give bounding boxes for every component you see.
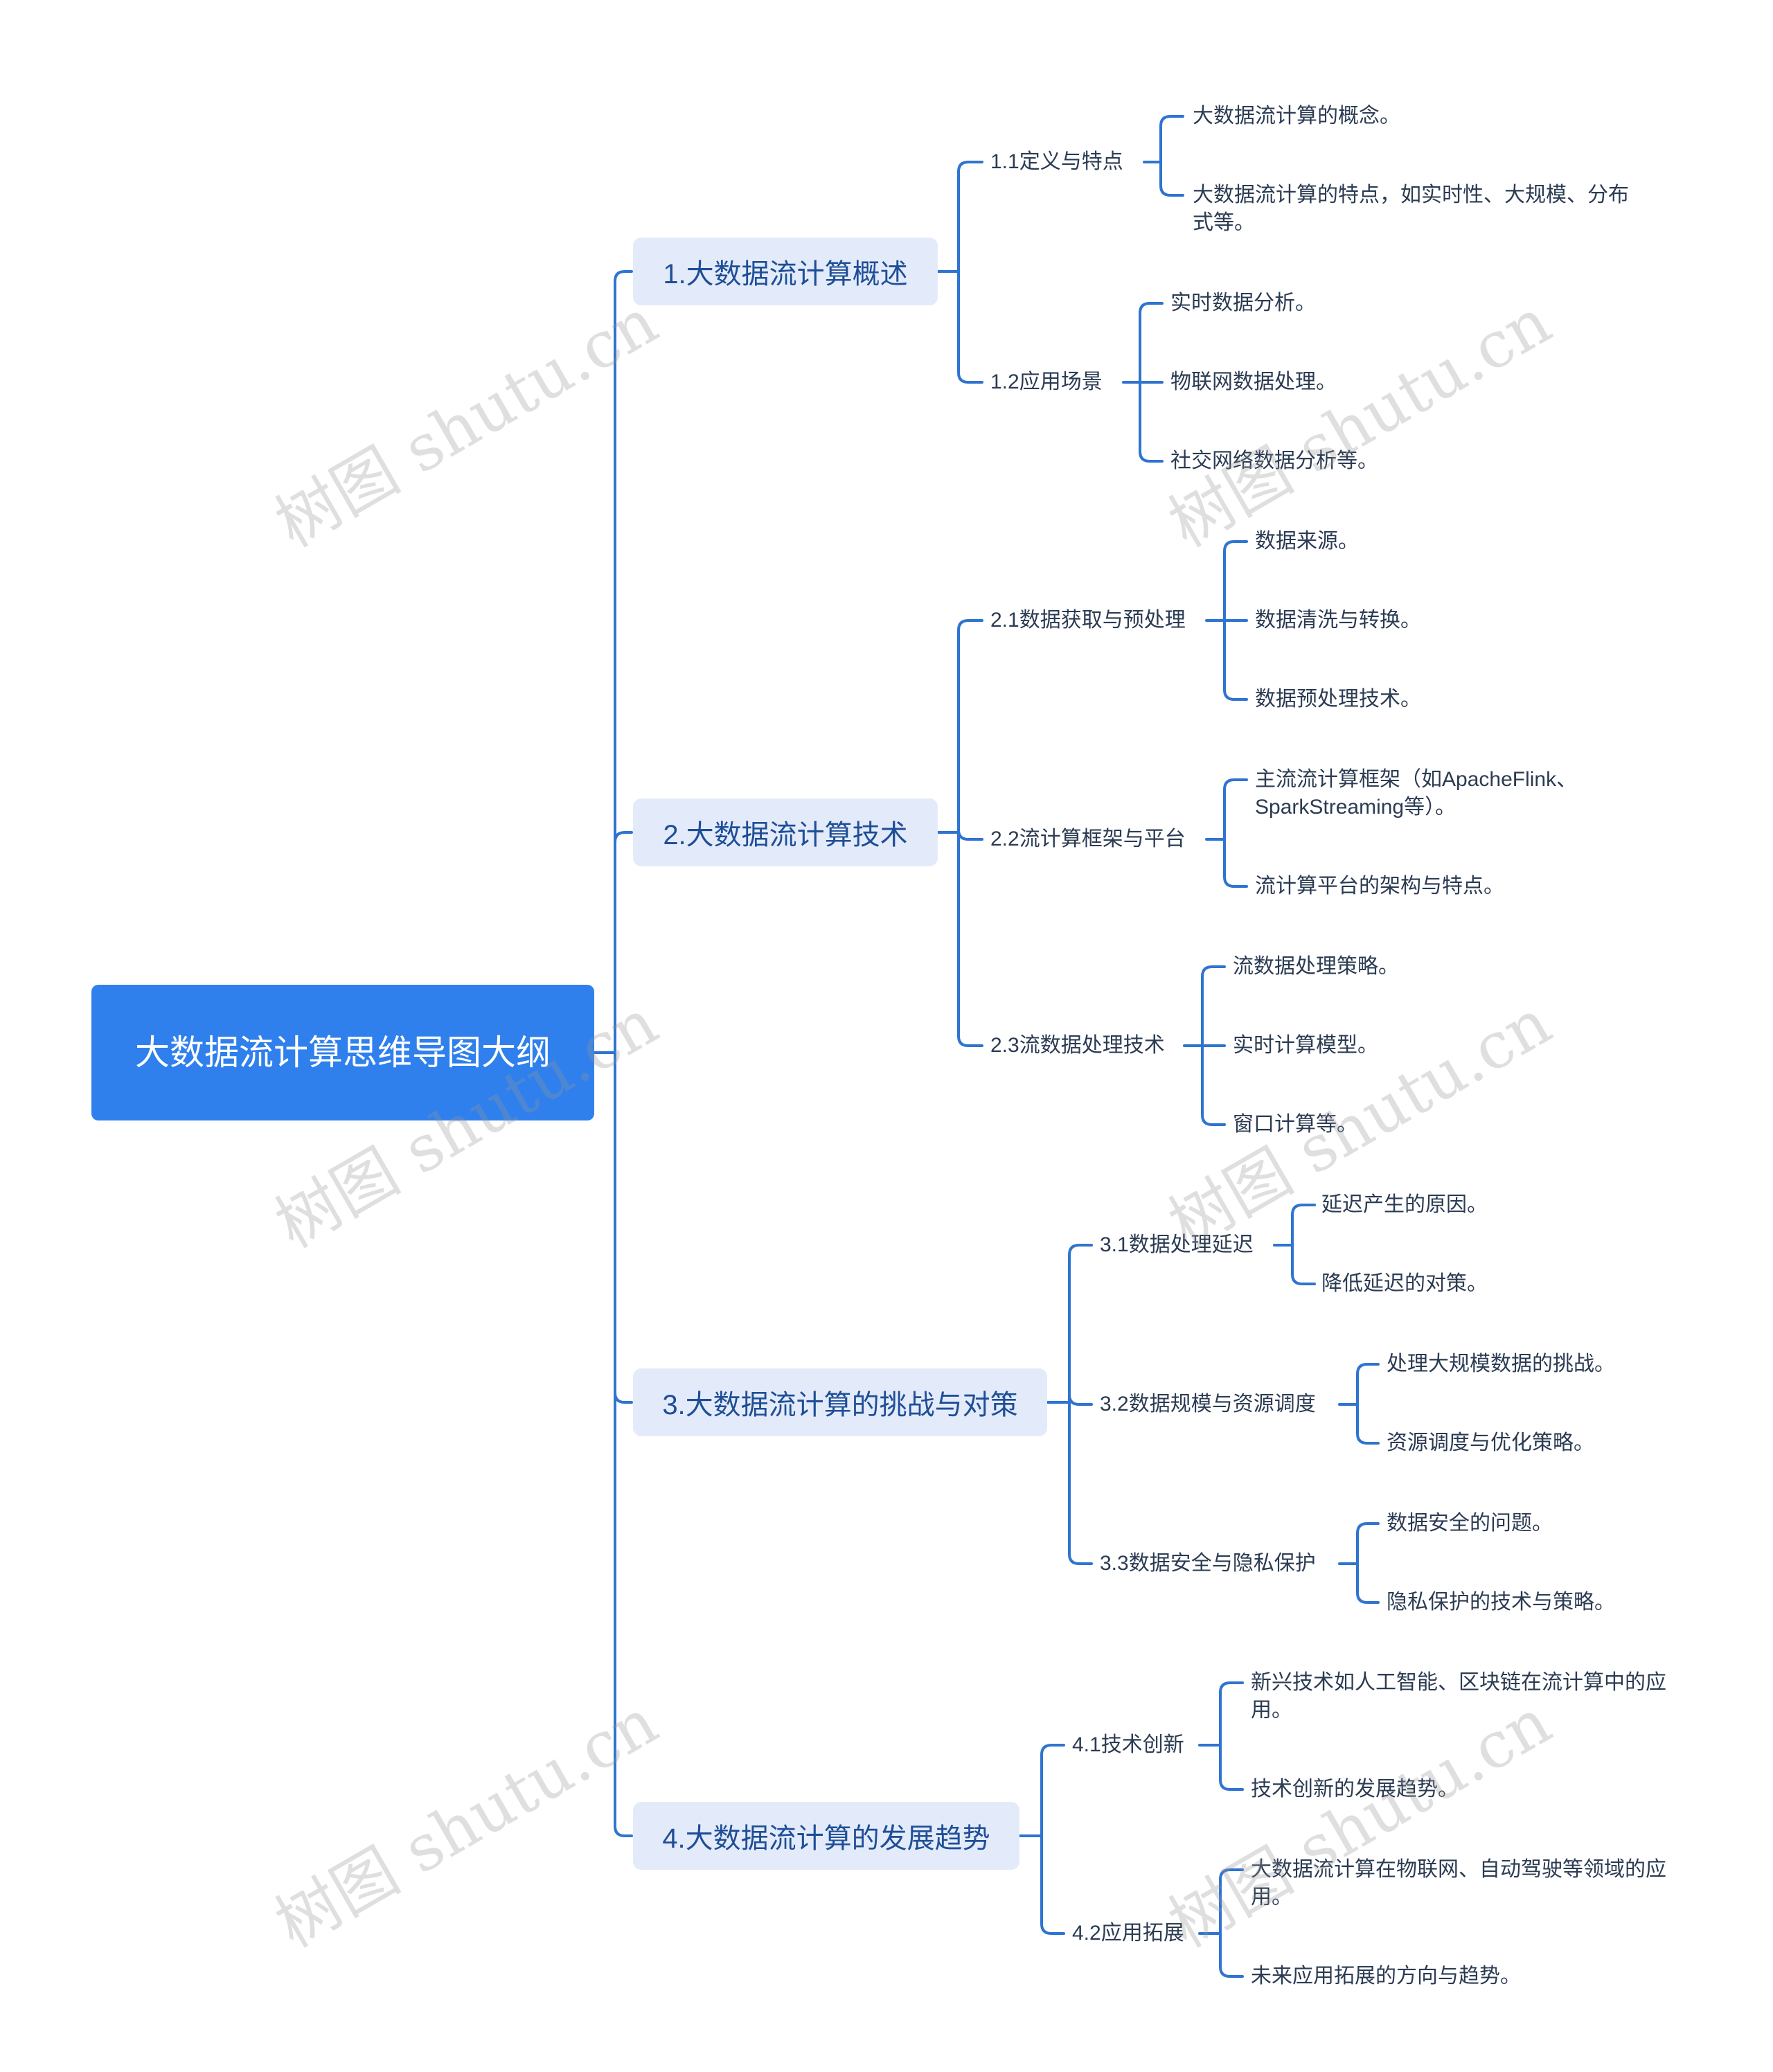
sub23-connector-link xyxy=(1201,1044,1226,1126)
root-connector-link xyxy=(614,1051,633,1404)
subtopic-1-1[interactable]: 1.1定义与特点 xyxy=(990,150,1123,173)
sub32-connector-link xyxy=(1356,1363,1380,1406)
leaf-item[interactable]: 窗口计算等。 xyxy=(1233,1113,1357,1136)
sub22-connector-link xyxy=(1223,778,1248,841)
sub12-connector-link xyxy=(1139,302,1164,384)
topic2-connector-link xyxy=(957,829,983,841)
leaf-item[interactable]: 处理大规模数据的挑战。 xyxy=(1387,1352,1615,1375)
topic-2-label: 2.大数据流计算技术 xyxy=(663,820,908,850)
topic1-connector-link xyxy=(957,161,983,273)
subtopic-2-2[interactable]: 2.2流计算框架与平台 xyxy=(990,828,1186,850)
sub31-connector-link xyxy=(1291,1244,1316,1285)
leaf-item[interactable]: 新兴技术如人工智能、区块链在流计算中的应用。 xyxy=(1251,1671,1666,1722)
subtopic-3-1[interactable]: 3.1数据处理延迟 xyxy=(1100,1233,1254,1256)
sub33-connector-link xyxy=(1356,1522,1380,1565)
topic-2[interactable]: 2.大数据流计算技术 xyxy=(633,798,938,866)
topic-1[interactable]: 1.大数据流计算概述 xyxy=(633,238,938,305)
leaf-item[interactable]: 降低延迟的对策。 xyxy=(1321,1272,1488,1295)
subtopic-2-1[interactable]: 2.1数据获取与预处理 xyxy=(990,609,1186,632)
sub12-connector-link xyxy=(1139,381,1164,463)
root-connector-link xyxy=(614,1051,633,1837)
sub22-connector-link xyxy=(1223,838,1248,888)
subtopic-1-2[interactable]: 1.2应用场景 xyxy=(990,370,1103,393)
leaf-item[interactable]: 数据安全的问题。 xyxy=(1387,1512,1553,1535)
topic-3-label: 3.大数据流计算的挑战与对策 xyxy=(662,1390,1018,1420)
subtopic-4-1[interactable]: 4.1技术创新 xyxy=(1072,1733,1184,1756)
topic3-connector-link xyxy=(1068,1394,1093,1406)
leaf-item[interactable]: 数据清洗与转换。 xyxy=(1255,609,1421,632)
sub11-connector-link xyxy=(1159,115,1184,163)
sub21-connector-link xyxy=(1223,540,1248,622)
subtopic-3-3[interactable]: 3.3数据安全与隐私保护 xyxy=(1100,1552,1316,1575)
leaf-item[interactable]: 隐私保护的技术与策略。 xyxy=(1387,1591,1615,1614)
sub33-connector-link xyxy=(1356,1562,1380,1604)
sub41-connector-link xyxy=(1219,1681,1244,1747)
leaf-item[interactable]: 技术创新的发展趋势。 xyxy=(1251,1778,1459,1801)
sub32-connector-link xyxy=(1356,1403,1380,1445)
leaf-item[interactable]: 大数据流计算的概念。 xyxy=(1193,105,1400,127)
leaf-item[interactable]: 大数据流计算在物联网、自动驾驶等领域的应用。 xyxy=(1251,1858,1666,1909)
root-topic[interactable]: 大数据流计算思维导图大纲 xyxy=(91,985,594,1120)
leaf-item[interactable]: 资源调度与优化策略。 xyxy=(1387,1431,1594,1454)
sub23-connector-link xyxy=(1201,965,1226,1047)
root-connector-link xyxy=(614,270,633,1054)
leaf-item[interactable]: 数据来源。 xyxy=(1255,530,1359,553)
sub11-connector-link xyxy=(1159,161,1184,197)
topic-3[interactable]: 3.大数据流计算的挑战与对策 xyxy=(633,1368,1047,1436)
leaf-item[interactable]: 未来应用拓展的方向与趋势。 xyxy=(1251,1965,1521,1988)
leaf-item[interactable]: 数据预处理技术。 xyxy=(1255,688,1421,711)
topic4-connector-link xyxy=(1040,1744,1065,1837)
leaf-item[interactable]: 主流流计算框架（如ApacheFlink、SparkStreaming等）。 xyxy=(1255,768,1578,819)
leaf-item[interactable]: 社交网络数据分析等。 xyxy=(1170,449,1378,472)
leaf-item[interactable]: 流计算平台的架构与特点。 xyxy=(1255,875,1504,897)
sub31-connector-link xyxy=(1291,1204,1316,1247)
topic-1-label: 1.大数据流计算概述 xyxy=(663,259,908,289)
leaf-item[interactable]: 实时计算模型。 xyxy=(1233,1034,1378,1057)
sub41-connector-link xyxy=(1219,1744,1244,1791)
topic2-connector-link xyxy=(957,831,983,1047)
root-topic-label: 大数据流计算思维导图大纲 xyxy=(135,1033,551,1072)
leaf-item[interactable]: 流数据处理策略。 xyxy=(1233,955,1399,978)
sub42-connector-link xyxy=(1219,1868,1244,1935)
root-connector-link xyxy=(614,831,633,1054)
subtopic-2-3[interactable]: 2.3流数据处理技术 xyxy=(990,1034,1165,1057)
topic1-connector-link xyxy=(957,270,983,384)
topic-4-label: 4.大数据流计算的发展趋势 xyxy=(662,1823,990,1854)
leaf-item[interactable]: 延迟产生的原因。 xyxy=(1321,1193,1488,1216)
leaf-item[interactable]: 物联网数据处理。 xyxy=(1170,370,1337,393)
topic3-connector-link xyxy=(1068,1244,1093,1404)
topic-4[interactable]: 4.大数据流计算的发展趋势 xyxy=(633,1802,1019,1870)
sub42-connector-link xyxy=(1219,1932,1244,1978)
topic4-connector-link xyxy=(1040,1834,1065,1935)
leaf-item[interactable]: 实时数据分析。 xyxy=(1170,292,1316,314)
subtopic-3-2[interactable]: 3.2数据规模与资源调度 xyxy=(1100,1393,1316,1415)
subtopic-4-2[interactable]: 4.2应用拓展 xyxy=(1072,1922,1184,1945)
topic2-connector-link xyxy=(957,619,983,834)
topic3-connector-link xyxy=(1068,1401,1093,1565)
leaf-item[interactable]: 大数据流计算的特点，如实时性、大规模、分布式等。 xyxy=(1193,184,1629,234)
sub21-connector-link xyxy=(1223,619,1248,701)
